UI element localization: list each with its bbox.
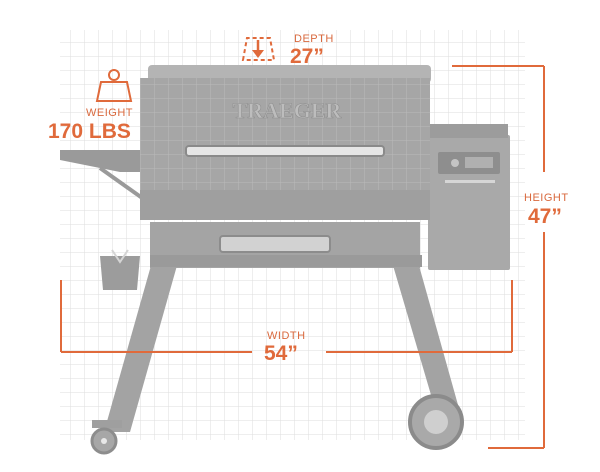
height-value: 47”: [528, 205, 562, 228]
rear-wheel: [408, 394, 464, 450]
lid-handle: [185, 145, 385, 157]
width-value: 54”: [264, 342, 298, 365]
width-dimension-line: [60, 280, 513, 353]
depth-value: 27”: [290, 45, 324, 68]
width-label: WIDTH: [267, 330, 306, 342]
side-shelf: [60, 150, 147, 202]
grease-bucket: [100, 249, 140, 290]
pellet-hopper: [428, 124, 510, 270]
height-dimension-line: [452, 65, 545, 449]
grease-handle: [219, 235, 331, 253]
weight-value: 170 LBS: [48, 120, 131, 143]
down-arrow-box-icon: [241, 37, 276, 61]
grill-lid: [140, 65, 431, 190]
depth-label: DEPTH: [294, 33, 334, 45]
weight-icon: [95, 69, 133, 102]
grill-legs: [104, 255, 460, 432]
height-label: HEIGHT: [524, 192, 569, 204]
caster-wheel: [90, 420, 122, 455]
weight-label: WEIGHT: [86, 107, 133, 119]
brand-logo: TRAEGER: [233, 98, 343, 123]
